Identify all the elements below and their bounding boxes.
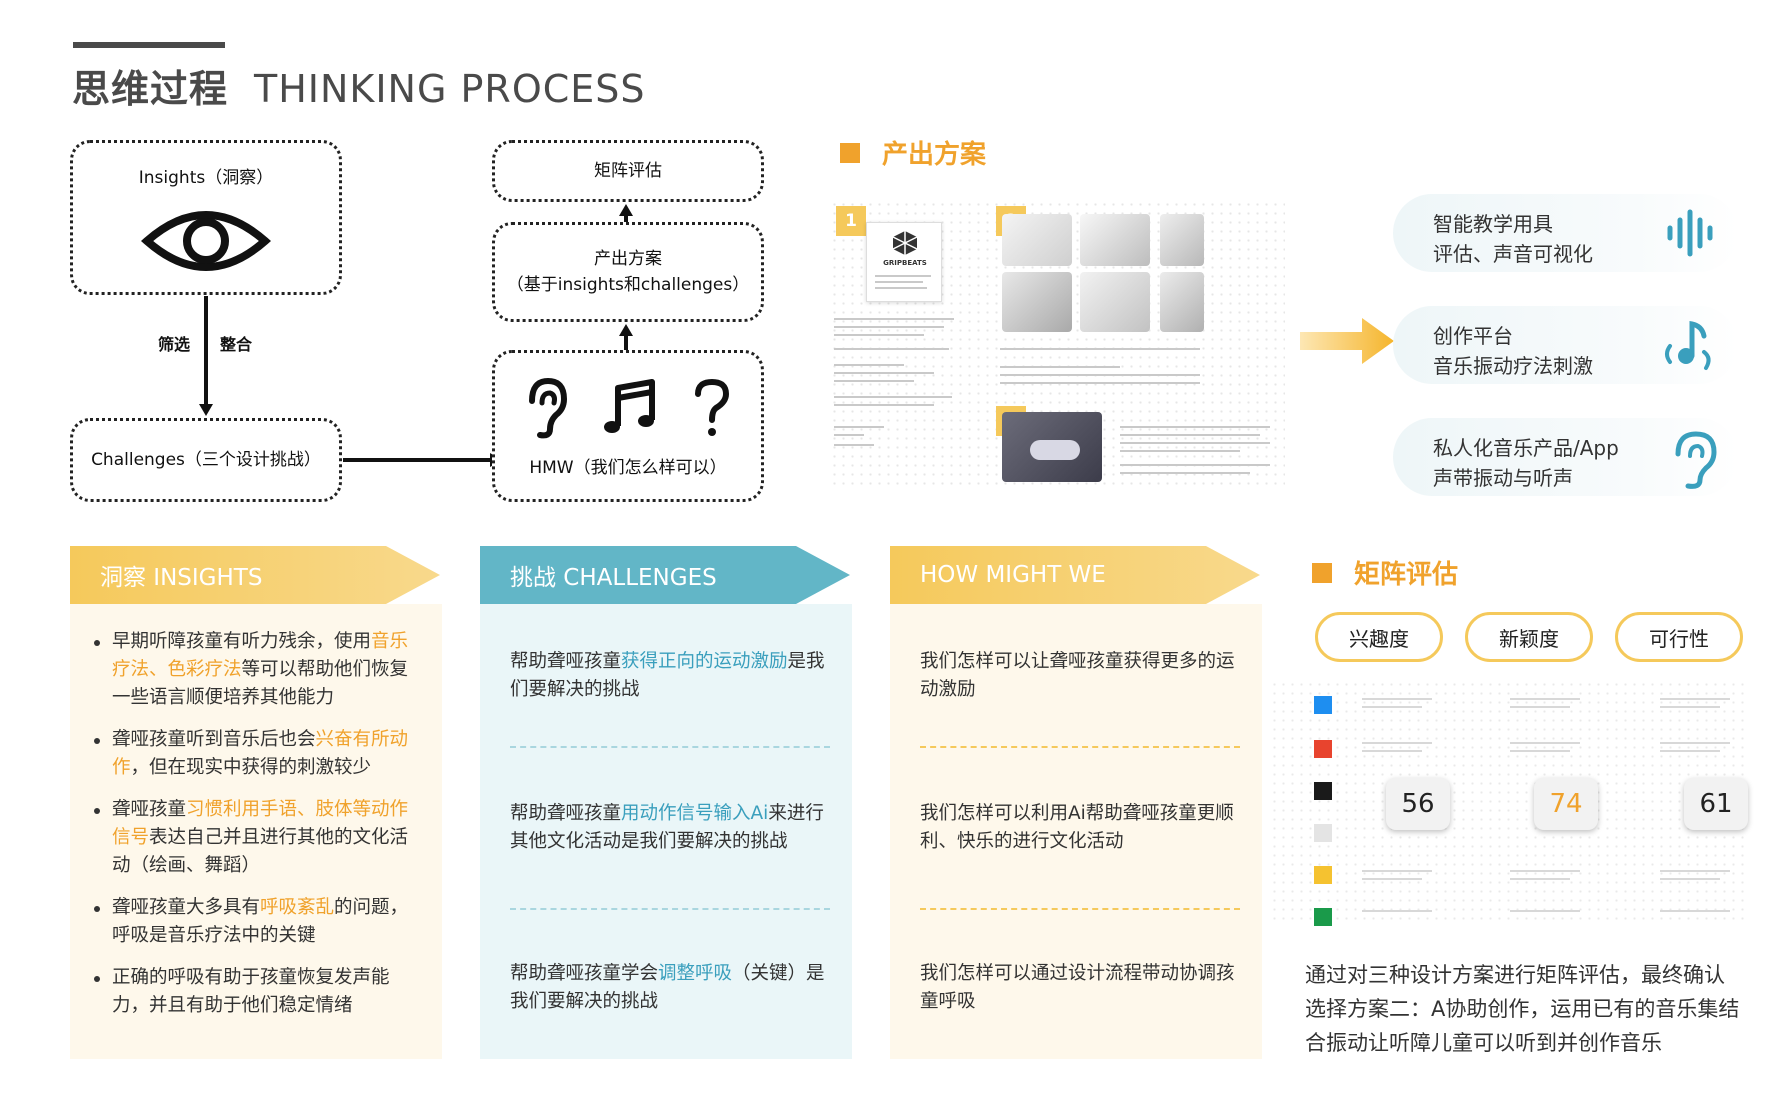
- solution-item-3-line1: 私人化音乐产品/App: [1433, 436, 1619, 460]
- insights-banner: 洞察 INSIGHTS: [100, 565, 263, 591]
- hmw-box-label: HMW（我们怎么样可以）: [529, 458, 727, 478]
- hmw-item: 我们怎样可以让聋哑孩童获得更多的运动激励: [920, 651, 1235, 700]
- hmw-divider: [920, 746, 1240, 748]
- flow-arrow-down: [199, 404, 213, 416]
- flow-line-up-2: [624, 334, 628, 350]
- ear-icon: [529, 377, 568, 439]
- insight-item: 早期听障孩童有听力残余，使用音乐疗法、色彩疗法等可以帮助他们恢复一些语言顺便培养…: [92, 628, 422, 712]
- solution-item-1-line2: 评估、声音可视化: [1433, 242, 1593, 266]
- flow-line-down: [204, 296, 208, 406]
- challenges-body: 帮助聋哑孩童获得正向的运动激励是我们要解决的挑战 帮助聋哑孩童用动作信号输入Ai…: [480, 604, 852, 1059]
- matrix-conclusion: 通过对三种设计方案进行矩阵评估，最终确认选择方案二：A协助创作，运用已有的音乐集…: [1305, 963, 1740, 1055]
- score-novelty: 74: [1534, 778, 1598, 830]
- criterion-feasibility: 可行性: [1615, 612, 1743, 662]
- swatch-blue: [1314, 696, 1332, 714]
- solution-item-2-line1: 创作平台: [1433, 324, 1513, 348]
- solution-box-line1: 产出方案: [594, 248, 662, 269]
- flow-arrow-up-2: [619, 324, 633, 336]
- matrix-grid: 56 74 61: [1270, 680, 1750, 926]
- sketch-number-1: 1: [836, 206, 866, 236]
- page-title-en: THINKING PROCESS: [254, 67, 646, 111]
- swatch-gray: [1314, 824, 1332, 842]
- solution-item-3-line2: 声带振动与听声: [1433, 466, 1573, 490]
- hmw-divider: [920, 908, 1240, 910]
- challenge-divider: [510, 746, 830, 748]
- page-title: 思维过程 THINKING PROCESS: [72, 58, 646, 113]
- matrix-heading: 矩阵评估: [1312, 554, 1458, 591]
- flow-arrow-up-1: [619, 204, 633, 216]
- flow-line-right: [343, 458, 493, 462]
- sketch-collage: 1 GRIPBEATS 2 3: [830, 200, 1285, 485]
- hmw-banner-shape: [890, 546, 1260, 604]
- insights-banner-shape: [70, 546, 440, 604]
- music-note-vibration-icon: [1665, 320, 1711, 370]
- matrix-box-label: 矩阵评估: [594, 160, 662, 181]
- challenge-item: 帮助聋哑孩童获得正向的运动激励是我们要解决的挑战: [510, 651, 825, 700]
- challenges-box-label: Challenges（三个设计挑战）: [91, 449, 321, 470]
- criterion-novelty: 新颖度: [1465, 612, 1593, 662]
- challenge-divider: [510, 908, 830, 910]
- challenges-box: Challenges（三个设计挑战）: [70, 418, 342, 502]
- insight-item: 聋哑孩童大多具有呼吸紊乱的问题，呼吸是音乐疗法中的关键: [92, 894, 422, 950]
- insights-list: 早期听障孩童有听力残余，使用音乐疗法、色彩疗法等可以帮助他们恢复一些语言顺便培养…: [92, 628, 422, 1034]
- insight-item: 聋哑孩童习惯利用手语、肢体等动作信号表达自己并且进行其他的文化活动（绘画、舞蹈）: [92, 796, 422, 880]
- music-note-icon: [604, 379, 655, 433]
- challenges-banner-shape: [480, 546, 850, 604]
- swatch-black: [1314, 782, 1332, 800]
- score-feasibility: 61: [1684, 778, 1748, 830]
- solution-item-2-line2: 音乐振动疗法刺激: [1433, 354, 1593, 378]
- solution-box: 产出方案 （基于insights和challenges）: [492, 222, 764, 322]
- criterion-interest: 兴趣度: [1315, 612, 1443, 662]
- swatch-red: [1314, 740, 1332, 758]
- eye-icon: [141, 211, 271, 272]
- hmw-banner: HOW MIGHT WE: [920, 562, 1106, 588]
- sound-wave-icon: [1667, 209, 1713, 257]
- challenge-item: 帮助聋哑孩童学会调整呼吸（关键）是我们要解决的挑战: [510, 963, 825, 1012]
- score-interest: 56: [1386, 778, 1450, 830]
- solution-item-1-line1: 智能教学用具: [1433, 212, 1553, 236]
- cube-logo-icon: [892, 231, 918, 255]
- solution-item-1: 智能教学用具 评估、声音可视化: [1393, 194, 1738, 272]
- filter-label: 筛选: [158, 335, 191, 354]
- matrix-heading-square: [1312, 562, 1332, 583]
- swatch-green: [1314, 908, 1332, 926]
- insights-box-label: Insights（洞察）: [138, 168, 274, 188]
- challenge-item: 帮助聋哑孩童用动作信号输入Ai来进行其他文化活动是我们要解决的挑战: [510, 803, 824, 852]
- page-title-cn: 思维过程: [72, 67, 229, 111]
- challenges-banner: 挑战 CHALLENGES: [510, 565, 717, 591]
- solution-item-2: 创作平台 音乐振动疗法刺激: [1393, 306, 1738, 384]
- big-arrow-icon: [1300, 318, 1394, 364]
- sketch-logo-card: GRIPBEATS: [866, 222, 942, 302]
- swatch-yellow: [1314, 866, 1332, 884]
- ear-icon: [1675, 431, 1717, 489]
- hmw-item: 我们怎样可以通过设计流程带动协调孩童呼吸: [920, 963, 1235, 1012]
- sketch-logo-text: GRIPBEATS: [883, 259, 927, 267]
- question-mark-icon: [695, 378, 730, 436]
- insights-body: 早期听障孩童有听力残余，使用音乐疗法、色彩疗法等可以帮助他们恢复一些语言顺便培养…: [70, 604, 442, 1059]
- solution-item-3: 私人化音乐产品/App 声带振动与听声: [1393, 418, 1738, 496]
- insight-item: 聋哑孩童听到音乐后也会兴奋有所动作，但在现实中获得的刺激较少: [92, 726, 422, 782]
- output-heading: 产出方案: [840, 134, 986, 171]
- flow-line-up-1: [624, 214, 628, 224]
- hmw-box: HMW（我们怎么样可以）: [492, 350, 764, 502]
- matrix-box: 矩阵评估: [492, 140, 764, 202]
- hmw-body: 我们怎样可以让聋哑孩童获得更多的运动激励 我们怎样可以利用Ai帮助聋哑孩童更顺利…: [890, 604, 1262, 1059]
- output-heading-square: [840, 142, 860, 163]
- matrix-heading-text: 矩阵评估: [1354, 560, 1459, 590]
- insight-item: 正确的呼吸有助于孩童恢复发声能力，并且有助于他们稳定情绪: [92, 964, 422, 1020]
- solution-box-line2: （基于insights和challenges）: [506, 275, 750, 295]
- integrate-label: 整合: [220, 335, 253, 354]
- output-heading-text: 产出方案: [882, 140, 987, 170]
- hmw-item: 我们怎样可以利用Ai帮助聋哑孩童更顺利、快乐的进行文化活动: [920, 803, 1234, 852]
- insights-box: Insights（洞察）: [70, 140, 342, 295]
- title-rule: [73, 42, 225, 48]
